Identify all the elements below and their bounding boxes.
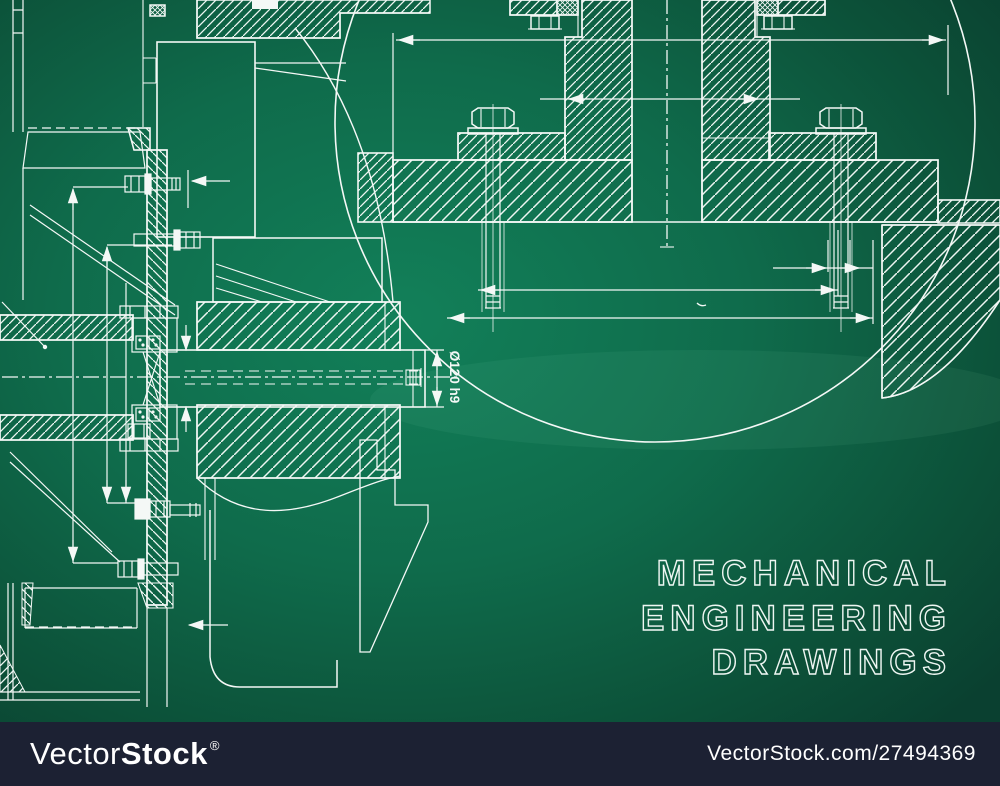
registered-mark: ® [209,738,220,753]
hub-strip-lower [0,414,134,441]
casing-lower [209,439,429,688]
flange-bolt-left [467,104,519,332]
pulley-rim-bottom [0,582,140,701]
flange-outer-circle [334,0,976,443]
bolt-boss-right [768,132,877,161]
brand-light: Vector [30,736,121,771]
pulley-rim-top [12,0,146,300]
housing-block-lower [196,404,401,479]
pulley-disc-lower [9,451,121,563]
title-line-3: DRAWINGS [712,643,953,682]
dimension-lines-right [392,25,949,324]
web-section [127,127,174,707]
seal-square [149,4,166,17]
flange-bolt-right [815,104,867,332]
flange-ext-right [937,199,1000,224]
light-haze [370,350,1000,450]
web-bolts [117,173,201,580]
left-technical-drawing: Ø120 h9 [0,0,462,707]
title-line-2: ENGINEERING [641,599,952,638]
dimension-lines-left [1,170,230,632]
casing-upper-block [156,41,256,238]
seal-plate-left [509,0,579,37]
shaft-dimension-label: Ø120 h9 [447,351,462,404]
title-block: MECHANICAL ENGINEERING DRAWINGS [640,553,953,682]
flange-ext-left [357,152,394,223]
shaft-dimension [425,349,444,408]
right-technical-drawing [334,0,1000,443]
flange-left [392,159,633,223]
housing-block-upper [196,301,401,351]
brand-bold: Stock [120,736,208,771]
blueprint-canvas: Ø120 h9 [0,0,1000,722]
hub-strip-upper [0,314,134,341]
flange-right [701,159,939,223]
pulley-arc [294,27,394,303]
seal-plate-right [756,0,826,37]
bolt-boss-left [457,132,566,161]
image-reference: VectorStock.com/27494369 [707,742,976,765]
title-line-1: MECHANICAL [657,554,952,593]
